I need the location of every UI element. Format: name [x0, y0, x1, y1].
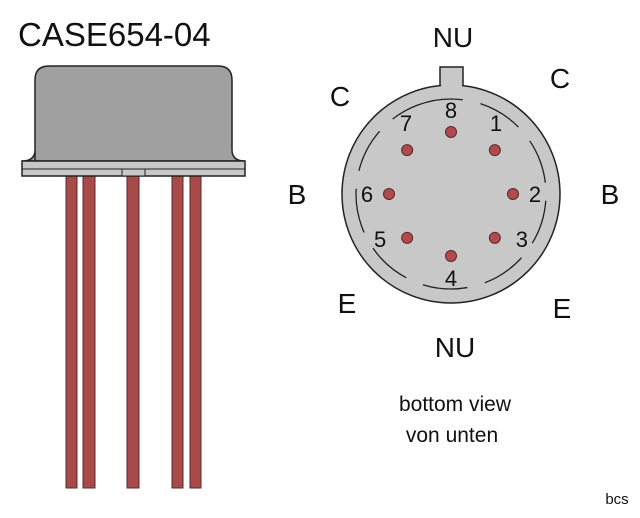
transistor-body — [21, 65, 246, 162]
pin-8 — [445, 126, 457, 138]
label-right-b: B — [601, 179, 620, 210]
pin-3 — [488, 231, 501, 244]
leads — [65, 173, 202, 489]
pin-7 — [401, 144, 414, 157]
lead-4 — [171, 173, 184, 489]
case-title: CASE654-04 — [18, 16, 211, 53]
label-left-b: B — [288, 179, 307, 210]
pin-4 — [445, 250, 457, 262]
label-top-right-c: C — [550, 63, 570, 94]
pins: 1 23 4 56 7 8 — [361, 98, 541, 291]
label-bottom-nu: NU — [435, 332, 475, 363]
pin-label-5: 5 — [374, 227, 386, 252]
pin-label-2: 2 — [529, 182, 541, 207]
label-top-nu: NU — [433, 22, 473, 53]
lead-3 — [126, 173, 140, 489]
pin-2 — [507, 188, 519, 200]
caption-von-unten: von unten — [406, 424, 498, 447]
pin-label-8: 8 — [445, 98, 457, 123]
caption-bottom-view: bottom view — [399, 393, 512, 416]
dashed-ring — [355, 98, 547, 290]
side-view — [21, 65, 246, 489]
pin-function-labels: NU C C B B E E NU — [288, 22, 620, 363]
pin-label-4: 4 — [445, 266, 457, 291]
pin-5 — [401, 231, 414, 244]
lead-1 — [65, 173, 78, 489]
lead-5 — [189, 173, 202, 489]
pin-label-3: 3 — [516, 227, 528, 252]
credit: bcs — [605, 491, 628, 508]
label-bottom-right-e: E — [553, 293, 572, 324]
pin-label-7: 7 — [400, 111, 412, 136]
orientation-tab — [121, 168, 146, 177]
label-bottom-left-e: E — [338, 288, 357, 319]
lead-2 — [82, 173, 96, 489]
pin-label-6: 6 — [361, 182, 373, 207]
pin-6 — [383, 188, 395, 200]
pin-1 — [488, 144, 501, 157]
bottom-view: 1 23 4 56 7 8 — [341, 66, 561, 304]
label-top-left-c: C — [330, 81, 350, 112]
pin-label-1: 1 — [490, 111, 502, 136]
